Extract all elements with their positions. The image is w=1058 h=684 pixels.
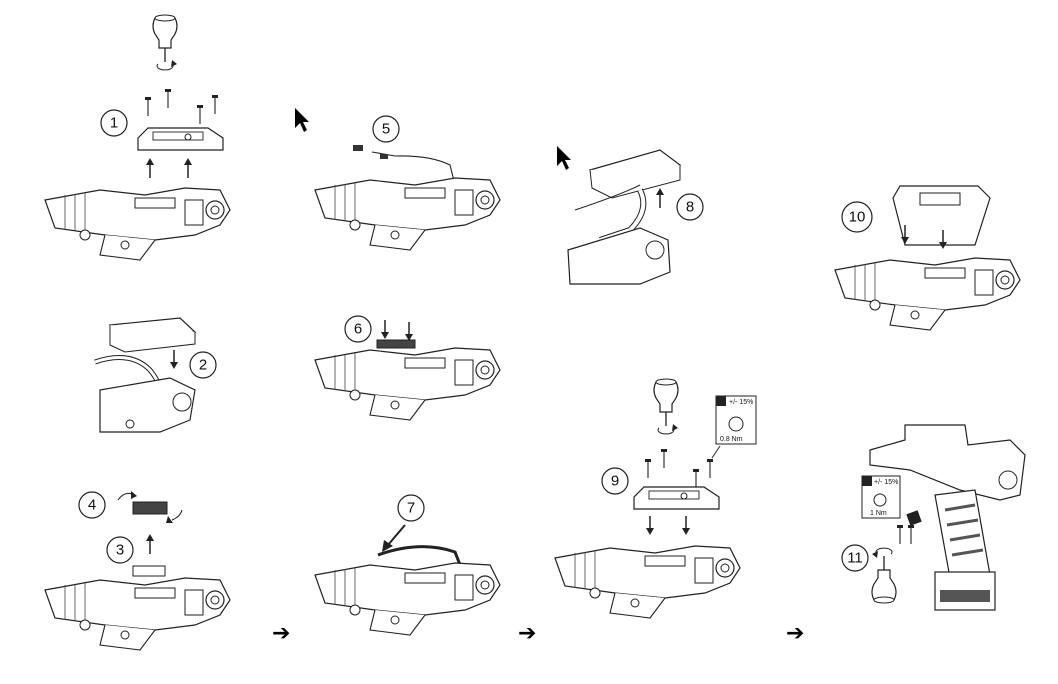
step-number: 5 xyxy=(382,121,390,138)
down-arrow-icon xyxy=(380,319,390,340)
step-2-group: 2 xyxy=(94,317,217,433)
step-number-circle xyxy=(372,115,400,143)
step-3-4-group: 4 3 xyxy=(44,491,231,651)
screw-icon xyxy=(196,104,204,125)
cursor-pointer-icon xyxy=(295,108,309,132)
step-number: 10 xyxy=(849,209,866,226)
step-7-group: 7 xyxy=(314,494,501,636)
up-arrow-icon xyxy=(145,157,155,179)
step-11-group: +/- 15% 1 Nm 11 xyxy=(841,424,1026,611)
step-number: 3 xyxy=(116,542,124,559)
screw-icon xyxy=(692,468,700,489)
tool-body xyxy=(44,577,231,651)
screw-icon xyxy=(644,458,652,479)
tool-body xyxy=(314,347,501,421)
torque-wrench-icon xyxy=(862,476,872,486)
torque-tolerance: +/- 15% xyxy=(729,399,753,406)
step-number-circle xyxy=(344,315,372,343)
down-arrow-icon xyxy=(404,321,414,342)
step-1-group: 1 xyxy=(44,14,231,261)
cursor-pointer-icon xyxy=(557,146,571,170)
screw-icon xyxy=(164,88,172,109)
screw-icon xyxy=(706,458,714,479)
step-number-circle xyxy=(601,467,629,495)
down-arrow-icon xyxy=(645,515,655,536)
torque-spec-box: +/- 15% 0.8 Nm xyxy=(715,395,757,445)
tool-body xyxy=(554,545,741,619)
screw-icon xyxy=(896,524,904,545)
screw-icon xyxy=(211,94,219,115)
down-arrow-icon xyxy=(681,515,691,536)
flow-arrow-icon: ➔ xyxy=(518,621,537,646)
step-number-circle xyxy=(100,109,128,137)
step-number-circle xyxy=(397,494,425,522)
step-number-circle xyxy=(189,351,217,379)
step-number: 6 xyxy=(354,321,362,338)
screw-icon xyxy=(144,96,152,117)
step-number-circle xyxy=(841,544,869,572)
step-number: 1 xyxy=(110,115,118,132)
screwdriver-bit-icon xyxy=(152,14,178,71)
screw-icon xyxy=(907,524,915,545)
tool-body xyxy=(314,177,501,251)
step-number: 7 xyxy=(407,500,415,517)
torque-wrench-icon xyxy=(716,396,726,406)
step-number: 9 xyxy=(611,473,619,490)
step-number-circle xyxy=(841,201,873,233)
up-arrow-icon xyxy=(145,533,155,555)
tool-body xyxy=(314,562,501,636)
tool-body xyxy=(44,187,231,261)
step-5-group: 5 xyxy=(314,115,501,251)
up-arrow-icon xyxy=(655,187,665,209)
up-arrow-icon xyxy=(183,157,193,179)
cover-plate xyxy=(137,127,224,151)
step-6-group: 6 xyxy=(314,315,501,421)
step-number: 11 xyxy=(847,550,863,567)
screwdriver-bit-icon xyxy=(871,547,897,604)
screw-icon xyxy=(660,448,668,469)
step-number: 4 xyxy=(88,497,96,514)
down-arrow-icon xyxy=(169,349,179,370)
step-8-group: 8 xyxy=(557,146,704,285)
step-number: 2 xyxy=(199,357,207,374)
torque-value: 1 Nm xyxy=(870,510,887,517)
step-10-group: 10 xyxy=(834,185,1021,331)
torque-tolerance: +/- 15% xyxy=(874,479,898,486)
flow-arrow-icon: ➔ xyxy=(272,621,291,646)
flow-arrow-icon: ➔ xyxy=(786,621,805,646)
tool-body xyxy=(834,257,1021,331)
step-9-group: +/- 15% 0.8 Nm 9 xyxy=(554,378,757,619)
step-number-circle xyxy=(106,536,134,564)
step-number-circle xyxy=(676,193,704,221)
step-number: 8 xyxy=(686,199,694,216)
step-number-circle xyxy=(78,491,106,519)
screwdriver-bit-icon xyxy=(653,378,679,435)
cover-plate xyxy=(633,486,720,510)
torque-spec-box: +/- 15% 1 Nm xyxy=(861,475,901,519)
torque-value: 0.8 Nm xyxy=(720,436,743,443)
